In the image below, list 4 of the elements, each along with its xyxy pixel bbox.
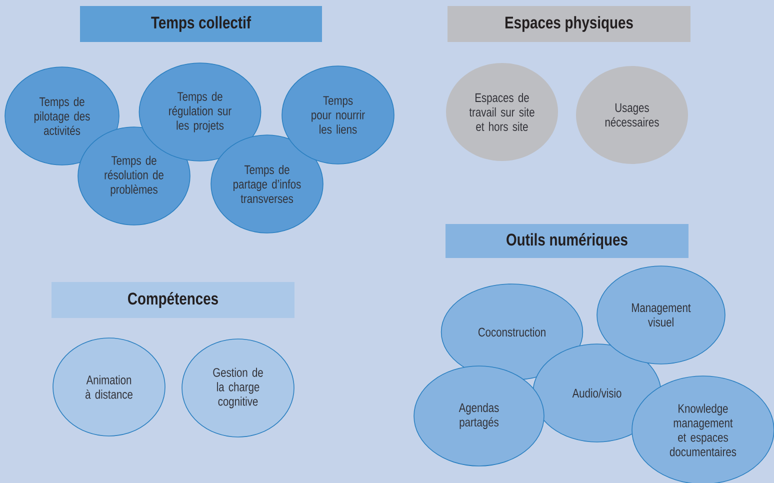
heading-box: Temps collectif [80, 6, 322, 42]
heading-box: Espaces physiques [448, 6, 690, 42]
heading-box: Compétences [52, 282, 294, 318]
heading-box: Outils numériques [446, 224, 688, 258]
